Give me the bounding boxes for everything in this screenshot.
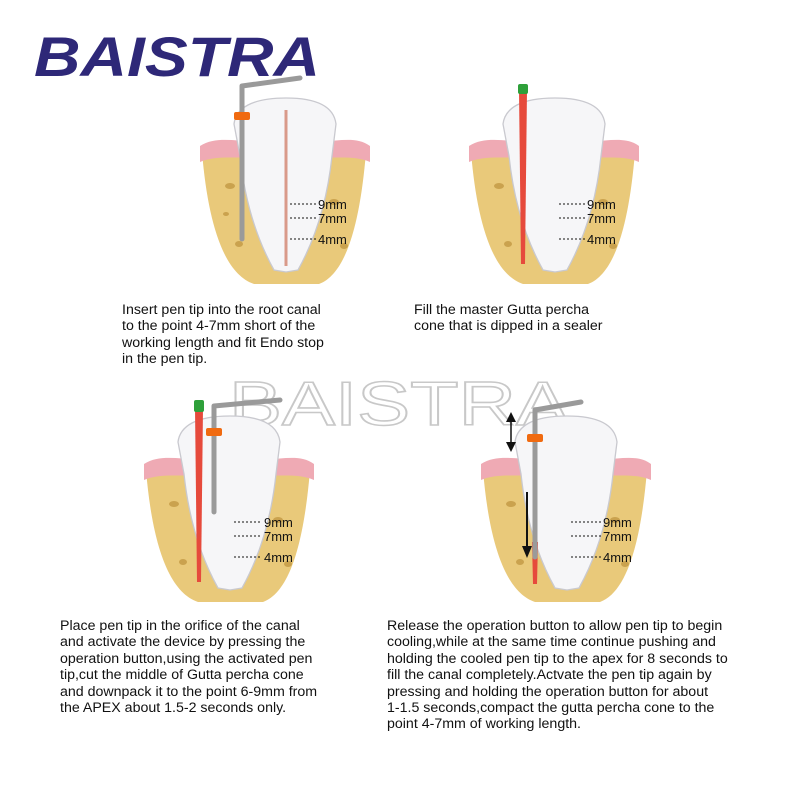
label-4mm: 4mm (603, 550, 632, 565)
bone-pore (273, 517, 283, 523)
label-9mm: 9mm (603, 515, 632, 530)
baistra-logo: BAISTRA (34, 25, 320, 86)
endo-stop (527, 434, 543, 442)
step-1-panel: 9mm 7mm 4mm (194, 74, 394, 289)
step-2-panel: 9mm 7mm 4mm (463, 74, 663, 289)
bone-pore (609, 243, 617, 249)
gutta-percha-cone (519, 90, 527, 264)
bone-pore (169, 501, 179, 507)
label-9mm: 9mm (318, 197, 347, 212)
step-4-tooth-illustration: 9mm 7mm 4mm (481, 399, 651, 602)
bone-pore (329, 199, 339, 205)
step-4-panel: 9mm 7mm 4mm (475, 392, 675, 607)
step-2-caption: Fill the master Gutta percha cone that i… (414, 302, 603, 335)
label-9mm: 9mm (587, 197, 616, 212)
down-arrow-icon (522, 492, 532, 558)
bone-pore (225, 183, 235, 189)
label-4mm: 4mm (318, 232, 347, 247)
step-3-tooth-illustration: 9mm 7mm 4mm (144, 397, 314, 602)
pen-tip (211, 397, 283, 515)
label-4mm: 4mm (264, 550, 293, 565)
label-7mm: 7mm (603, 529, 632, 544)
bone-pore (610, 517, 620, 523)
label-7mm: 7mm (587, 211, 616, 226)
bone-pore (504, 241, 512, 247)
endo-stop (206, 428, 222, 436)
step-2-tooth-illustration: 9mm 7mm 4mm (469, 84, 639, 284)
bone-pore (598, 199, 608, 205)
step-1-caption: Insert pen tip into the root canal to th… (122, 302, 324, 368)
bone-pore (223, 212, 229, 216)
label-7mm: 7mm (318, 211, 347, 226)
bone-pore (235, 241, 243, 247)
label-7mm: 7mm (264, 529, 293, 544)
step-3-panel: 9mm 7mm 4mm (138, 392, 338, 607)
pen-tip (239, 75, 303, 242)
gutta-percha-cone (195, 408, 203, 582)
label-9mm: 9mm (264, 515, 293, 530)
bone-pore (506, 501, 516, 507)
bone-pore (179, 559, 187, 565)
step-1-tooth-illustration: 9mm 7mm 4mm (200, 75, 370, 284)
cone-tip (194, 400, 204, 412)
watermark-text: BAISTRA (229, 370, 570, 435)
endo-stop (234, 112, 250, 120)
logo-text: BAISTRA (34, 25, 320, 86)
bone-pore (516, 559, 524, 565)
bone-pore (284, 561, 292, 567)
up-down-arrow-icon (506, 412, 516, 452)
pen-tip (532, 399, 584, 560)
step-3-caption: Place pen tip in the orifice of the cana… (60, 618, 318, 717)
baistra-watermark: BAISTRA (228, 369, 570, 435)
bone-pore (621, 561, 629, 567)
label-4mm: 4mm (587, 232, 616, 247)
bone-pore (340, 243, 348, 249)
bone-pore (494, 183, 504, 189)
cone-tip (518, 84, 528, 94)
step-4-caption: Release the operation button to allow pe… (387, 618, 728, 733)
